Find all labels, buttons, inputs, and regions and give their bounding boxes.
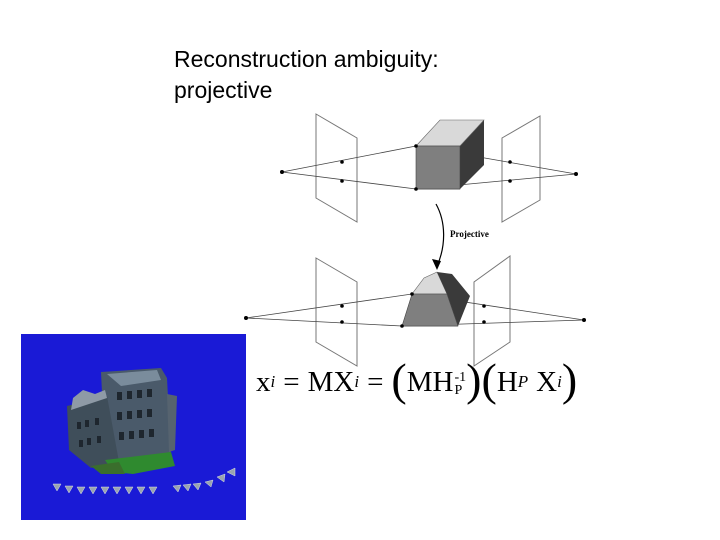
- left-camera-center-top: [280, 170, 284, 174]
- right-camera-center-top: [574, 172, 578, 176]
- warped-solid-front: [401, 293, 459, 327]
- left-image-plane-top: [315, 113, 358, 223]
- eq-X: X: [536, 365, 558, 398]
- eq-MH: MH: [406, 365, 454, 398]
- image-point: [508, 179, 512, 183]
- eq-close-paren: ): [561, 354, 578, 405]
- left-image-plane-bottom: [315, 257, 358, 367]
- cube-side-top: [460, 120, 484, 189]
- slide-title: Reconstruction ambiguity: projective: [174, 44, 439, 106]
- world-point: [414, 144, 418, 148]
- eq-MX: MX: [307, 365, 355, 398]
- world-point: [414, 187, 418, 191]
- eq-sup-sub: -1 P: [454, 370, 467, 398]
- arrow-label: Projective: [450, 229, 489, 239]
- image-point: [508, 160, 512, 164]
- image-point: [340, 320, 344, 324]
- world-point: [400, 324, 404, 328]
- image-point: [340, 179, 344, 183]
- eq-equals: =: [283, 365, 300, 398]
- eq-sup-minus1: -1: [454, 370, 467, 385]
- eq-sub-P: P: [454, 383, 463, 398]
- bottom-camera-scene: [244, 255, 586, 367]
- image-point: [340, 160, 344, 164]
- eq-open-paren: (: [391, 354, 407, 405]
- eq-H: H: [496, 365, 518, 398]
- image-point: [482, 320, 486, 324]
- right-camera-center-bottom: [582, 318, 586, 322]
- eq-open-paren: (: [481, 354, 497, 405]
- arrow-head-icon: [432, 259, 441, 270]
- image-point: [482, 304, 486, 308]
- reconstruction-image: [21, 334, 246, 520]
- eq-equals: =: [367, 365, 384, 398]
- eq-sub-i: i: [557, 372, 562, 391]
- right-image-plane-top: [501, 115, 541, 223]
- title-line-1: Reconstruction ambiguity:: [174, 46, 439, 72]
- reconstructed-building-picture: [21, 334, 246, 520]
- eq-close-paren: ): [466, 354, 482, 405]
- eq-x: x: [256, 365, 271, 398]
- world-point: [410, 292, 414, 296]
- eq-sub-i: i: [354, 372, 360, 391]
- title-line-2: projective: [174, 77, 273, 103]
- image-point: [340, 304, 344, 308]
- eq-sub-i: i: [270, 372, 276, 391]
- right-image-plane-bottom: [473, 255, 511, 367]
- left-camera-center-bottom: [244, 316, 248, 320]
- warped-solid-side: [437, 272, 470, 326]
- transform-arrow: Projective: [432, 203, 489, 270]
- top-camera-scene: [280, 113, 578, 223]
- cube-front-top: [415, 145, 461, 190]
- eq-sub-P: P: [517, 372, 529, 391]
